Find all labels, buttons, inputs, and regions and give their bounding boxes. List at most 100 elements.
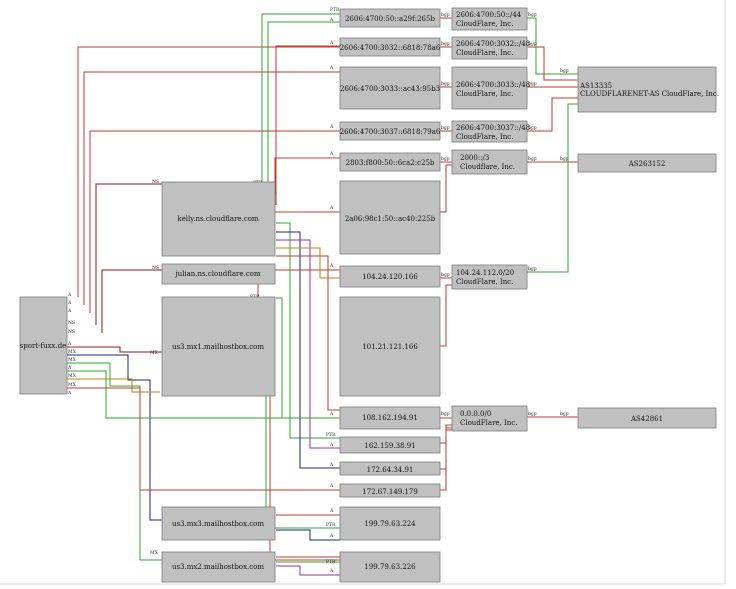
- edge-label-a: A: [329, 17, 334, 23]
- mx-node-mx2[interactable]: [161, 551, 276, 583]
- ip-label-v6-5: 2803:f800:50::6ca2:c25b: [346, 159, 435, 167]
- ip-node-199b[interactable]: [339, 551, 441, 583]
- prefix-label-2a: 2606:4700:3032::/48: [456, 40, 530, 48]
- edge-label-mx: MX: [150, 350, 159, 356]
- edge-label-bgp: bgp: [528, 81, 537, 87]
- edge-label-ns: NS: [152, 179, 159, 185]
- prefix-label-1b: CloudFlare, Inc.: [456, 20, 513, 28]
- prefix-node-1[interactable]: [451, 7, 528, 31]
- edge-label-bgp: bgp: [441, 125, 450, 131]
- prefix-label-2b: CloudFlare, Inc.: [456, 49, 513, 57]
- ip-label-v6-4: 2606:4700:3037::6818:79a6: [340, 128, 441, 136]
- edge-label-a: A: [329, 568, 334, 574]
- edge-label-bgp: bgp: [528, 266, 537, 272]
- ip-node-v6-1[interactable]: [339, 8, 441, 28]
- edge-label-bgp: bgp: [560, 156, 569, 162]
- mx-node-mx1[interactable]: [161, 296, 276, 397]
- ip-label-172b: 172.67.149.179: [362, 488, 418, 496]
- ip-node-172a[interactable]: [339, 461, 441, 476]
- edge-label-a: A: [329, 40, 334, 46]
- prefix-node-2[interactable]: [451, 36, 528, 60]
- mx-node-mx3[interactable]: [161, 506, 276, 541]
- ip-node-v6-5[interactable]: [339, 152, 441, 172]
- domain-node[interactable]: [19, 296, 68, 395]
- edge-label-a: A: [329, 508, 334, 514]
- edge-label-mx: MX: [68, 373, 77, 379]
- edge-label-a: A: [329, 205, 334, 211]
- prefix-node-6[interactable]: [451, 264, 528, 290]
- ip-node-v6-4[interactable]: [339, 121, 441, 141]
- prefix-label-7a: 0.0.0.0/0: [460, 410, 491, 418]
- edge-label-mx: MX: [68, 357, 77, 363]
- prefix-label-6b: CloudFlare, Inc.: [456, 278, 513, 286]
- prefix-node-3[interactable]: [451, 66, 528, 110]
- edge-label-ptr: PTR: [326, 559, 336, 565]
- edge-label-a: A: [67, 390, 72, 396]
- prefix-node-7[interactable]: [451, 405, 528, 432]
- edge-label-a: A: [329, 151, 334, 157]
- ns-label-kelly: kelly.ns.cloudflare.com: [177, 215, 258, 223]
- edge-label-a: A: [67, 300, 72, 306]
- edge-label-bgp: bgp: [528, 156, 537, 162]
- edge-label-a: A: [329, 483, 334, 489]
- prefix-label-1a: 2606:4700:50::/44: [456, 11, 522, 19]
- edge-label-bgp: bgp: [560, 68, 569, 74]
- edge-label-bgp: bgp: [441, 272, 450, 278]
- as-label-13335b: CLOUDFLARENET-AS CloudFlare, Inc.: [580, 90, 719, 98]
- prefix-label-6a: 104.24.112.0/20: [456, 269, 514, 277]
- edge-label-a: A: [329, 533, 334, 539]
- ip-node-101[interactable]: [339, 296, 441, 397]
- edge-label-a: A: [329, 442, 334, 448]
- edge-label-a: A: [329, 411, 334, 417]
- edge-label-a: A: [67, 365, 72, 371]
- ip-node-199a[interactable]: [339, 506, 441, 541]
- prefix-label-3a: 2606:4700:3033::/48: [456, 81, 530, 89]
- mx-label-mx1: us3.mx1.mailhostbox.com: [172, 343, 264, 351]
- prefix-node-5[interactable]: [451, 149, 528, 175]
- edge-label-a: A: [67, 341, 72, 347]
- ip-node-v6-6[interactable]: [339, 180, 441, 255]
- edge-label-bgp: bgp: [560, 411, 569, 417]
- edge-label-bgp: bgp: [441, 156, 450, 162]
- edge-label-bgp: bgp: [441, 81, 450, 87]
- edge-label-ns: NS: [68, 320, 75, 326]
- ip-node-172b[interactable]: [339, 483, 441, 498]
- edge-label-a: A: [329, 462, 334, 468]
- edge-label-bgp: bgp: [528, 125, 537, 131]
- prefix-label-7b: CloudFlare, Inc.: [460, 419, 517, 427]
- prefix-node-4[interactable]: [451, 120, 528, 143]
- ip-label-v6-2: 2606:4700:3032::6818:78a6: [340, 44, 441, 52]
- as-label-42861: AS42861: [630, 415, 663, 423]
- edge-label-bgp: bgp: [441, 411, 450, 417]
- edge-label-a: A: [67, 308, 72, 314]
- ip-label-104: 104.24.120.166: [362, 273, 418, 281]
- ip-node-108[interactable]: [339, 406, 441, 430]
- as-node-42861[interactable]: [577, 407, 717, 429]
- as-node-13335[interactable]: [577, 66, 717, 113]
- ip-node-v6-2[interactable]: [339, 37, 441, 57]
- edge-label-ptr: PTR: [326, 522, 336, 528]
- edge-label-ns: NS: [68, 329, 75, 335]
- edge-label-ns: NS: [152, 265, 159, 271]
- prefix-label-3b: CloudFlare, Inc.: [456, 90, 513, 98]
- edge-label-a: A: [329, 124, 334, 130]
- ip-label-108: 108.162.194.91: [362, 414, 418, 422]
- edge-label-bgp: bgp: [528, 12, 537, 18]
- prefix-label-4b: CloudFlare, Inc.: [456, 133, 513, 141]
- prefix-label-4a: 2606:4700:3037::/48: [456, 124, 530, 132]
- ip-label-172a: 172.64.34.91: [367, 466, 414, 474]
- ip-label-101: 101.21.121.166: [362, 343, 418, 351]
- ns-node-julian[interactable]: [161, 263, 276, 285]
- ip-label-199a: 199.79.63.224: [364, 520, 416, 528]
- edge-label-bgp: bgp: [528, 411, 537, 417]
- ip-node-v6-3[interactable]: [339, 66, 441, 110]
- edge-label-a: A: [329, 65, 334, 71]
- edge-label-bgp: bgp: [441, 41, 450, 47]
- ip-node-162[interactable]: [339, 436, 441, 454]
- ip-node-104[interactable]: [339, 265, 441, 288]
- edge-label-bgp: bgp: [441, 12, 450, 18]
- edge-label-mx: MX: [150, 550, 159, 556]
- as-node-263152[interactable]: [577, 153, 717, 173]
- ns-node-kelly[interactable]: [161, 181, 276, 257]
